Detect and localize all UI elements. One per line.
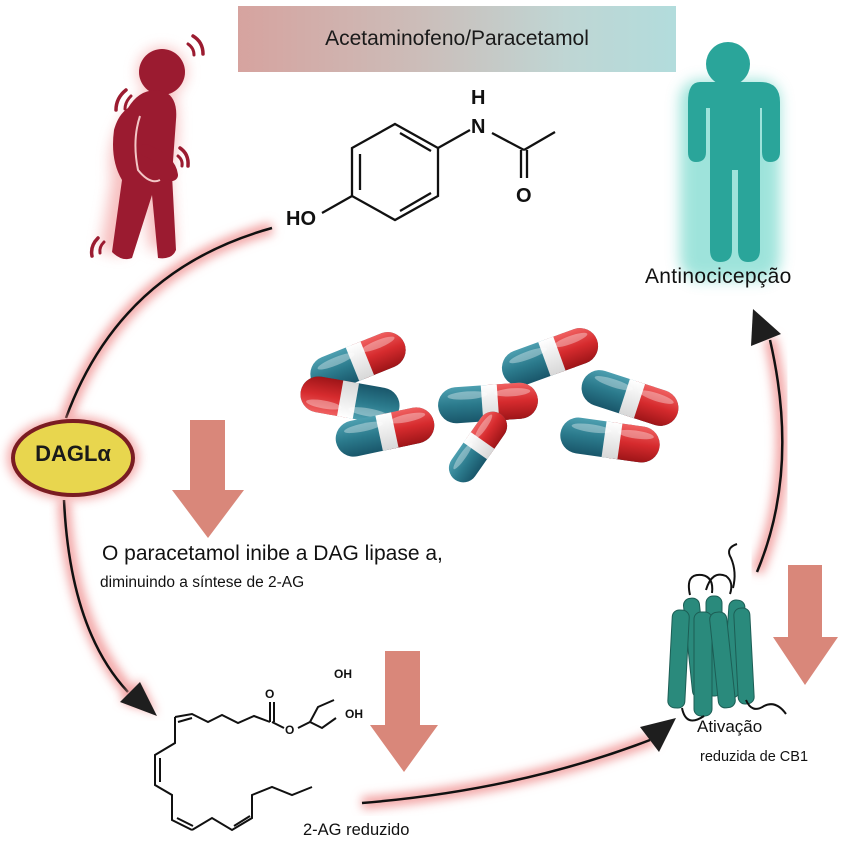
decrease-arrow-icon — [773, 565, 838, 685]
pathway-arrow-dagl-to-2ag — [58, 499, 157, 716]
pain-person-icon — [89, 34, 205, 260]
atom-ester-o: O — [285, 723, 294, 737]
atom-hydroxyl: HO — [286, 208, 316, 230]
pathway-arrow-2ag-to-cb1 — [361, 718, 676, 809]
arrowhead-icon — [640, 718, 676, 752]
paracetamol-structure — [321, 122, 556, 222]
healthy-person-icon — [680, 42, 780, 280]
atom-carbonyl-o: O — [516, 185, 532, 207]
atom-carbonyl-o: O — [265, 687, 274, 701]
activation-label-line2: reduzida de CB1 — [700, 749, 809, 765]
decrease-arrow-icon — [370, 651, 438, 772]
2-ag-structure — [154, 699, 337, 832]
atom-amine-n: N — [471, 116, 485, 138]
atom-hydroxyl-2: OH — [345, 707, 363, 721]
dagl-enzyme — [7, 416, 139, 500]
inhibition-label-line1: O paracetamol inibe a DAG lipase a, — [102, 542, 443, 565]
pathway-arrow-top-left — [60, 222, 274, 421]
dagl-label: DAGLα — [35, 441, 111, 466]
atom-hydroxyl-1: OH — [334, 667, 352, 681]
title-text: Acetaminofeno/Paracetamol — [325, 27, 589, 50]
2ag-reduced-label: 2-AG reduzido — [303, 821, 410, 839]
cb1-receptor-icon — [667, 543, 787, 722]
arrowhead-icon — [120, 682, 157, 716]
activation-label-line1: Ativação — [697, 717, 763, 736]
title-banner: Acetaminofeno/Paracetamol — [238, 6, 676, 72]
inhibition-label-line2: diminuindo a síntese de 2-AG — [100, 574, 305, 591]
pathway-arrow-cb1-to-antinociception — [751, 309, 789, 575]
arrowhead-icon — [751, 309, 781, 346]
atom-amine-h: H — [471, 87, 485, 109]
capsules-image — [297, 322, 684, 489]
decrease-arrow-icon — [172, 420, 244, 538]
antinociception-label: Antinocicepção — [645, 265, 792, 288]
